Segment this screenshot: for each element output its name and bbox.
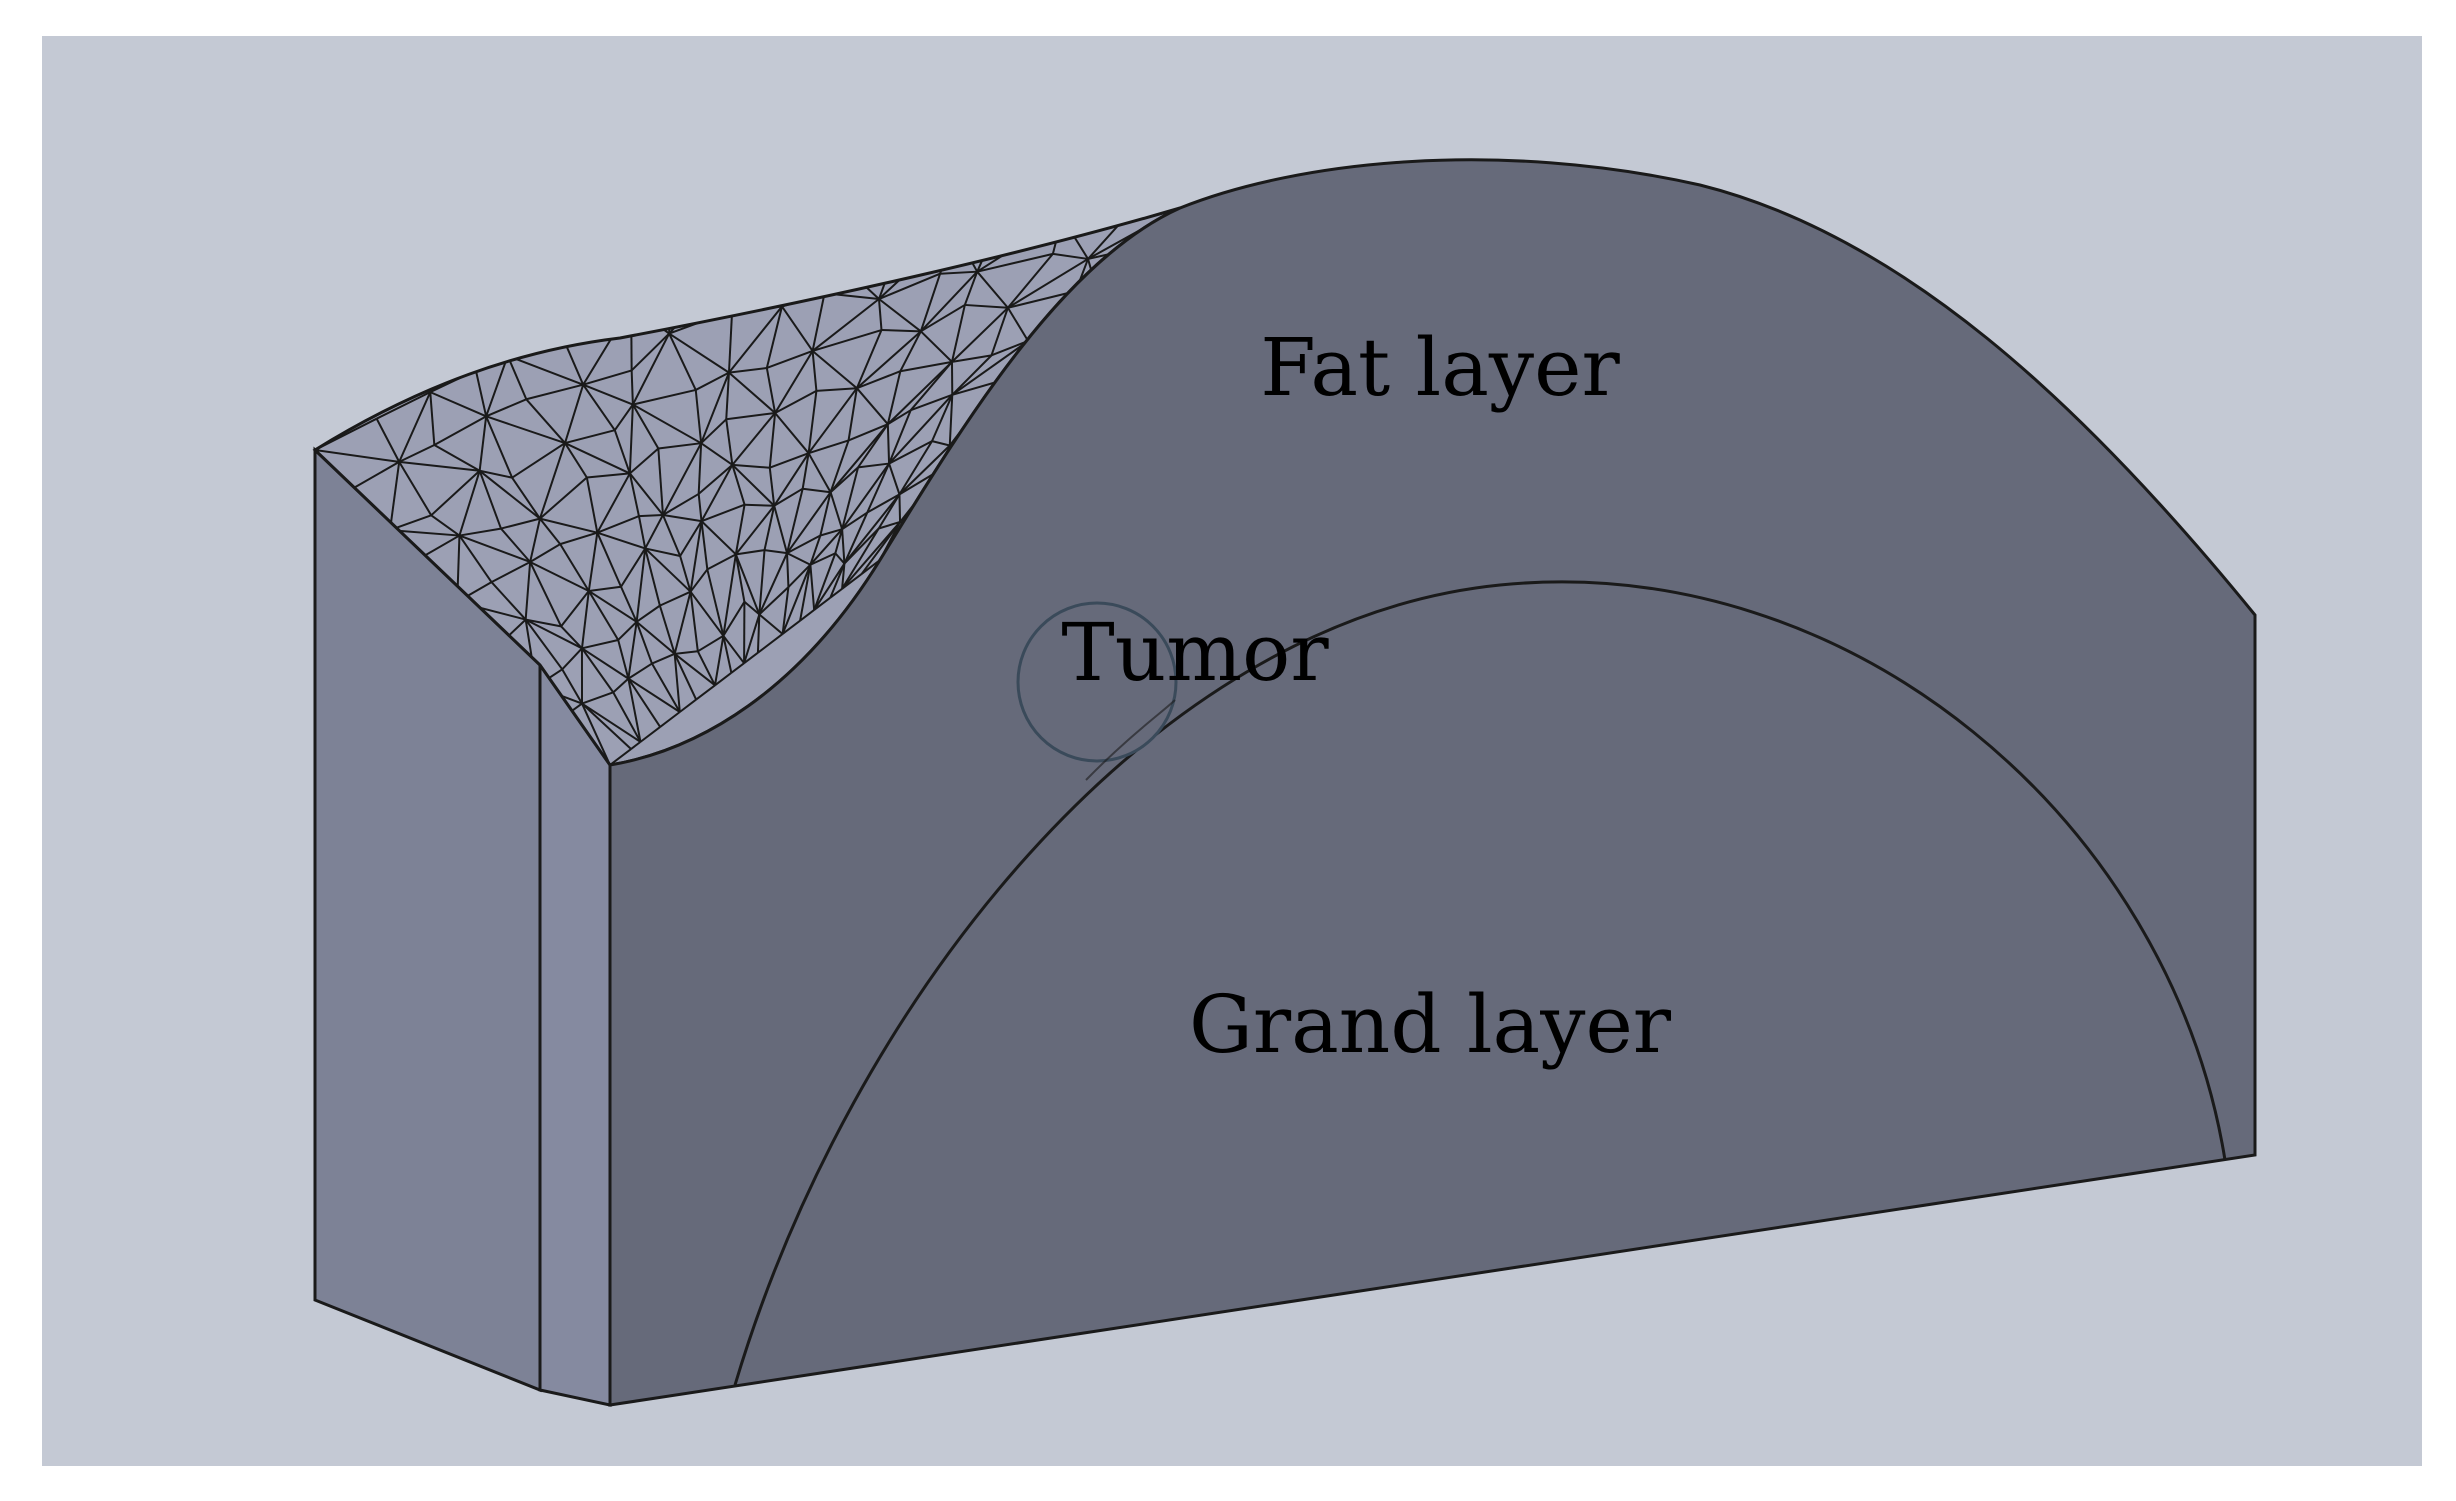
mesh-edge — [758, 614, 759, 652]
side-strip-face — [540, 665, 610, 1405]
mesh-edge — [787, 553, 788, 587]
grand-layer-label: Grand layer — [1189, 978, 1672, 1071]
mesh-edge — [882, 330, 921, 331]
mesh-edge — [899, 494, 900, 522]
mesh-edge — [639, 515, 663, 516]
mesh-edge — [632, 370, 633, 404]
tumor-label: Tumor — [1061, 606, 1329, 699]
mesh-edge — [888, 424, 889, 463]
mesh-edge — [745, 505, 775, 506]
fat-layer-label: Fat layer — [1260, 321, 1620, 414]
